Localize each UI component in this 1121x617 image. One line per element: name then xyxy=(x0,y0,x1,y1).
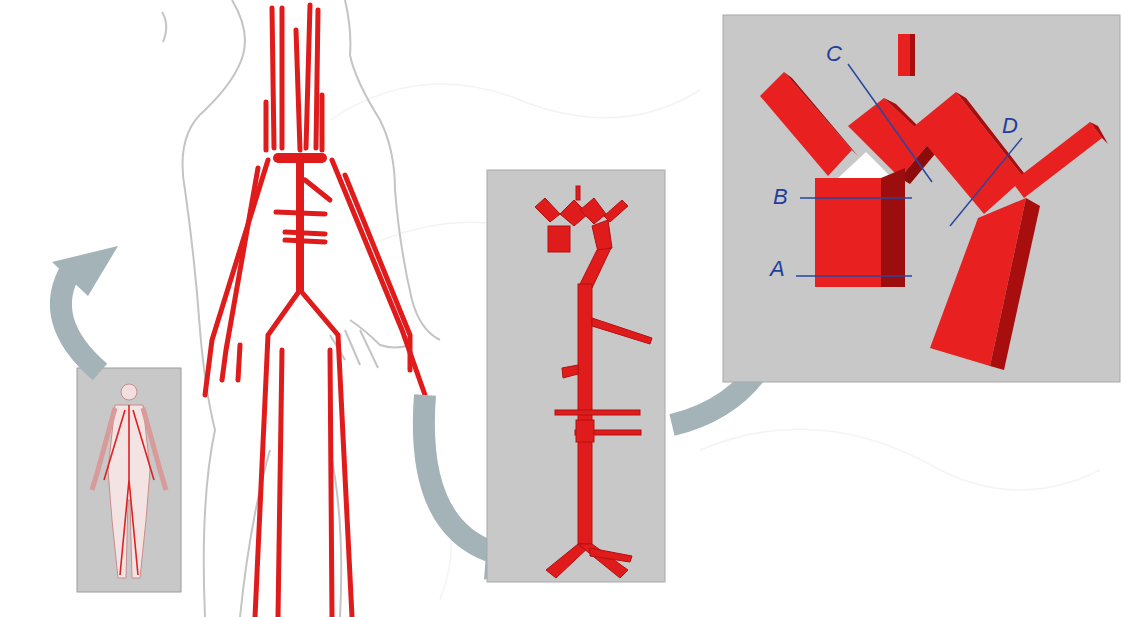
artery-tree xyxy=(205,5,425,617)
tiny-figure xyxy=(92,384,166,578)
transition-arrows xyxy=(52,246,792,580)
inset-panel xyxy=(77,368,181,592)
section-label: A xyxy=(770,257,785,281)
background-texture xyxy=(330,84,1100,600)
section-label: D xyxy=(1002,114,1018,138)
section-label: C xyxy=(826,42,842,66)
leader-lines xyxy=(796,64,1022,276)
middle-panel xyxy=(487,170,665,582)
simplified-tree xyxy=(535,186,652,578)
zoomed-segments xyxy=(760,34,1108,370)
zoom-panel xyxy=(723,15,1120,382)
body-outline xyxy=(162,0,440,617)
section-label: B xyxy=(773,185,788,209)
